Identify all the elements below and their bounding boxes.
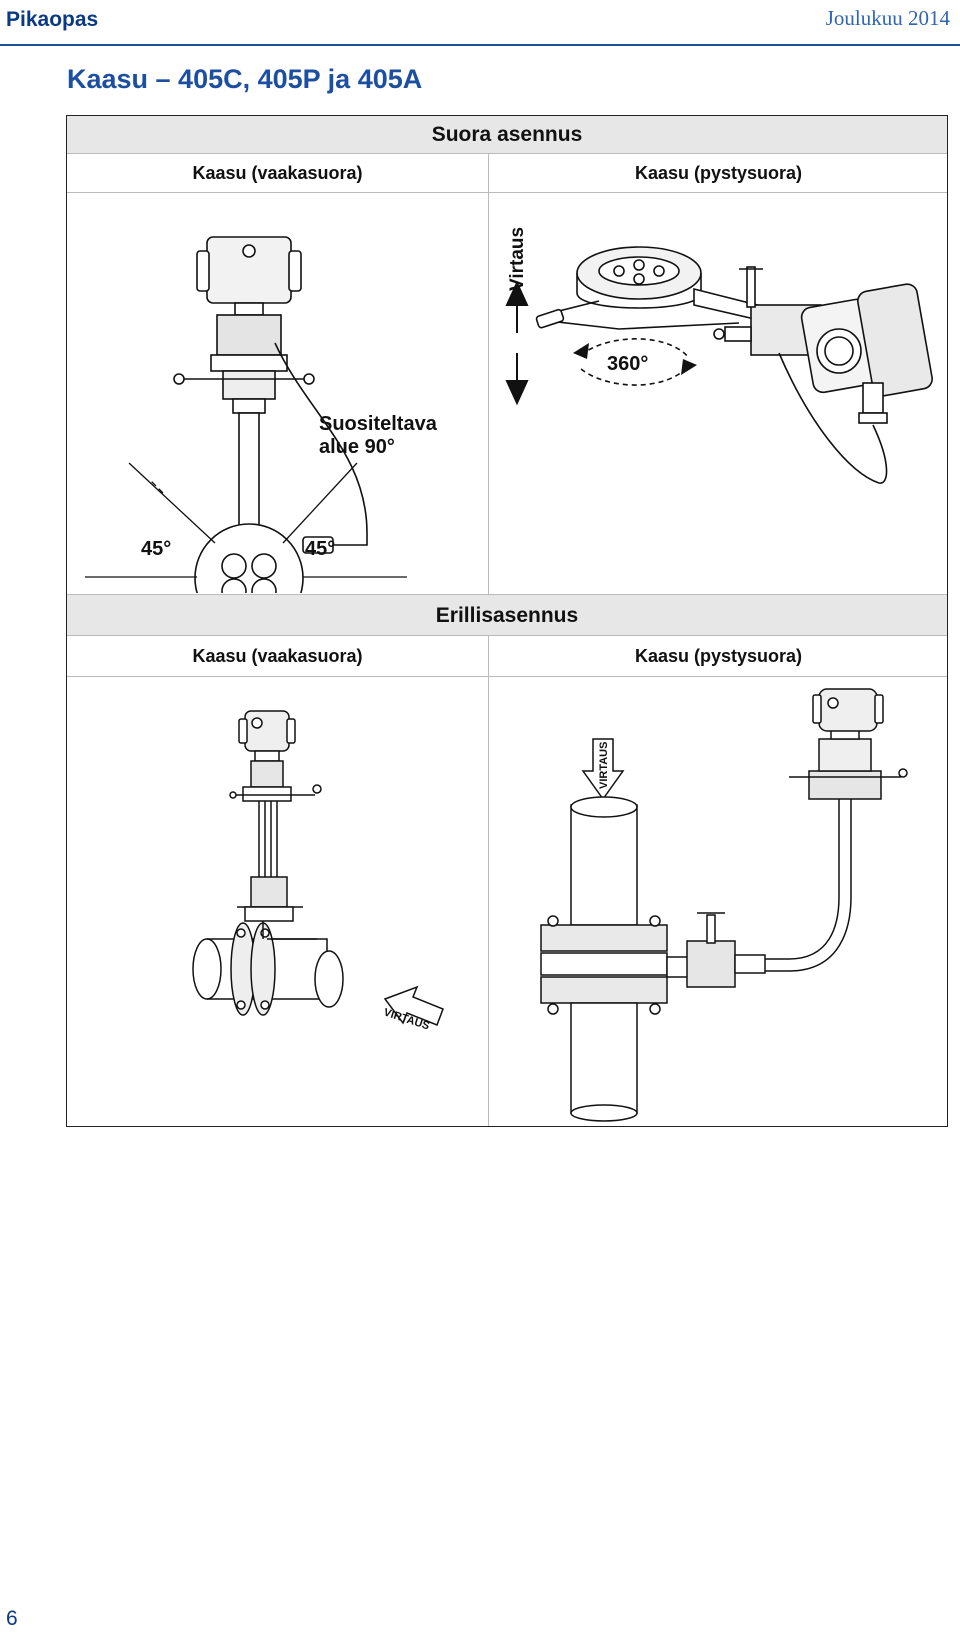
remote-left-col-heading: Kaasu (vaakasuora) xyxy=(192,646,363,666)
direct-mount-heading: Suora asennus xyxy=(67,116,947,154)
flow-direction-label: Virtaus xyxy=(507,227,528,291)
header-rule xyxy=(0,44,960,46)
remote-vertical-diagram: VIRTAUS xyxy=(540,688,908,1122)
direct-vertical-diagram: Virtaus xyxy=(505,227,933,484)
section-title: Kaasu – 405C, 405P ja 405A xyxy=(67,64,423,94)
rotation-label: 360° xyxy=(607,353,648,375)
flow-arrow-horizontal-icon xyxy=(383,985,444,1026)
rotate-right-arrow-icon xyxy=(681,359,697,375)
flow-up-arrow-icon xyxy=(505,280,529,306)
col-divider xyxy=(488,154,489,594)
doc-date: Joulukuu 2014 xyxy=(825,6,950,30)
col-divider xyxy=(488,636,489,1126)
direct-left-col-heading: Kaasu (vaakasuora) xyxy=(192,163,363,183)
flow-arrow-vertical-icon xyxy=(581,738,625,801)
direct-horizontal-diagram: Suositeltava alue 90° 45° 45° xyxy=(85,236,438,593)
divider xyxy=(67,192,947,193)
flow-label-vertical: VIRTAUS xyxy=(598,742,610,789)
direct-right-col-heading: Kaasu (pystysuora) xyxy=(634,163,803,183)
remote-right-col-heading: Kaasu (pystysuora) xyxy=(634,646,803,666)
divider xyxy=(67,676,947,677)
remote-mount-heading: Erillisasennus xyxy=(67,594,947,636)
recommended-range-label-1: Suositeltava xyxy=(319,413,438,435)
page-number: 6 xyxy=(6,1607,18,1630)
doc-series-title: Pikaopas xyxy=(6,8,99,31)
rotate-left-arrow-icon xyxy=(573,343,589,359)
angle-right-label: 45° xyxy=(305,538,335,560)
recommended-range-label-2: alue 90° xyxy=(319,436,395,458)
installation-table: Suora asennus Kaasu (vaakasuora) Kaasu (… xyxy=(66,115,948,1127)
flow-down-arrow-icon xyxy=(505,380,529,406)
remote-horizontal-diagram: VIRTAUS xyxy=(192,710,444,1033)
angle-left-label: 45° xyxy=(141,538,171,560)
